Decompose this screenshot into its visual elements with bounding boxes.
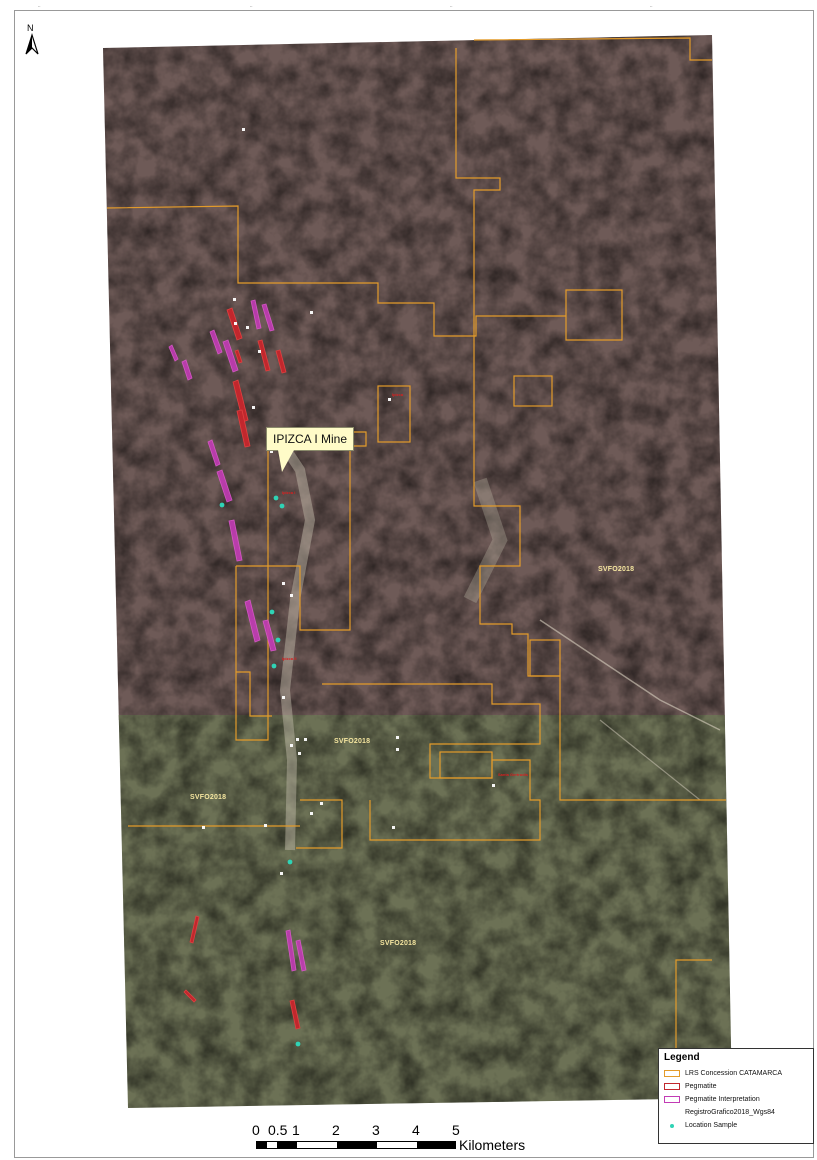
site-label: Ipizca I — [282, 490, 296, 495]
legend-item: LRS Concession CATAMARCA — [664, 1067, 808, 1080]
location-sample-dot-icon — [664, 1123, 680, 1128]
legend-label: Pegmatite Interpretation — [685, 1096, 760, 1103]
legend-label: Pegmatite — [685, 1083, 717, 1090]
zone-label: SVFO2018 — [334, 738, 371, 745]
zone-label: SVFO2018 — [190, 794, 227, 801]
legend-label: LRS Concession CATAMARCA — [685, 1070, 782, 1077]
callout-pointer — [278, 450, 294, 472]
legend-label: Location Sample — [685, 1122, 738, 1129]
pegmatite-interpretation-polygons — [168, 299, 307, 972]
scale-tick: 1 — [292, 1122, 300, 1138]
pegmatite-swatch — [664, 1083, 680, 1090]
site-label: Santa Gertrudis — [498, 772, 529, 777]
scale-tick: 4 — [412, 1122, 420, 1138]
north-label: N — [27, 23, 34, 33]
scale-unit: Kilometers — [459, 1137, 526, 1153]
map-frame — [14, 10, 814, 1158]
scale-tick: 5 — [452, 1122, 460, 1138]
site-label: Ipizca — [392, 392, 404, 397]
scale-tick: 2 — [332, 1122, 340, 1138]
legend-item: RegistroGrafico2018_Wgs84 — [664, 1106, 808, 1119]
legend-item: Location Sample — [664, 1119, 808, 1132]
registro-swatch — [664, 1109, 680, 1116]
location-samples — [219, 495, 301, 1047]
top-tick-label: ·· — [650, 4, 653, 9]
legend: Legend LRS Concession CATAMARCA Pegmatit… — [658, 1048, 814, 1144]
pegmatite-interpretation-swatch — [664, 1096, 680, 1103]
top-tick-label: ·· — [38, 4, 41, 9]
scale-tick: 0 — [252, 1122, 260, 1138]
legend-title: Legend — [664, 1052, 700, 1063]
legend-item: Pegmatite — [664, 1080, 808, 1093]
legend-label: RegistroGrafico2018_Wgs84 — [685, 1109, 775, 1116]
north-arrow-icon: N — [25, 23, 39, 55]
concession-boundaries — [106, 37, 726, 1098]
legend-item: Pegmatite Interpretation — [664, 1093, 808, 1106]
concession-swatch — [664, 1070, 680, 1077]
zone-label: SVFO2018 — [380, 940, 417, 947]
site-label: Ipizca II — [282, 656, 297, 661]
pegmatite-polygons — [183, 307, 301, 1030]
scale-tick: 3 — [372, 1122, 380, 1138]
scale-segments — [256, 1141, 456, 1149]
top-tick-label: ·· — [450, 4, 453, 9]
mine-callout: IPIZCA I Mine — [266, 427, 354, 451]
zone-label: SVFO2018 — [598, 566, 635, 573]
top-tick-label: ·· — [250, 4, 253, 9]
scale-bar: 0 0.5 1 2 3 4 5 Kilometers — [252, 1122, 532, 1156]
registro-points — [202, 128, 495, 875]
scale-tick: 0.5 — [268, 1122, 288, 1138]
